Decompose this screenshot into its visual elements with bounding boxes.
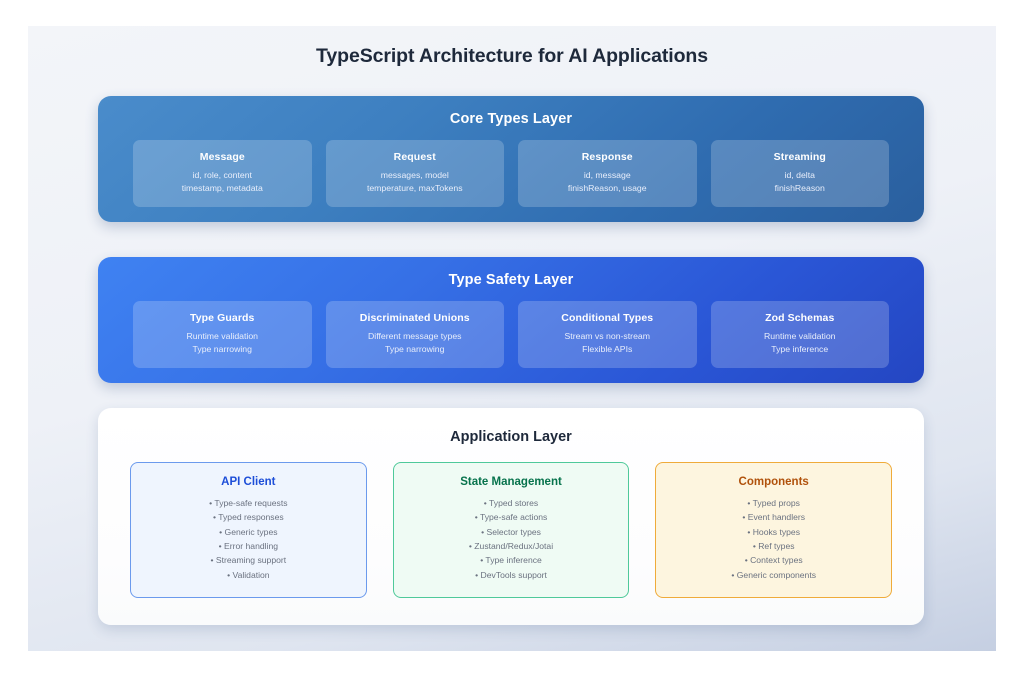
- card-line: • Error handling: [218, 541, 279, 552]
- card-request[interactable]: Request messages, model temperature, max…: [325, 140, 504, 207]
- card-streaming[interactable]: Streaming id, delta finishReason: [710, 140, 889, 207]
- card-line: • Ref types: [752, 541, 795, 552]
- card-line: • Typed props: [747, 498, 800, 508]
- card-line: • Generic types: [219, 526, 278, 537]
- application-layer-cards: API Client • Type-safe requests • Typed …: [98, 462, 924, 599]
- layer-title-application: Application Layer: [450, 429, 572, 445]
- card-api-client[interactable]: API Client • Type-safe requests • Typed …: [130, 462, 367, 599]
- layer-title-core-types: Core Types Layer: [449, 111, 573, 127]
- card-line: finishReason, usage: [567, 182, 647, 193]
- card-line: Type inference: [771, 343, 829, 354]
- card-line: id, message: [583, 170, 631, 180]
- layer-title-type-safety: Type Safety Layer: [448, 272, 574, 288]
- card-title: Response: [581, 151, 633, 163]
- card-title: Request: [393, 151, 436, 163]
- card-line: • Context types: [744, 555, 803, 566]
- card-line: messages, model: [380, 170, 449, 180]
- card-response[interactable]: Response id, message finishReason, usage: [518, 140, 697, 207]
- card-line: • Type inference: [480, 555, 542, 566]
- page-title: TypeScript Architecture for AI Applicati…: [316, 45, 708, 67]
- card-line: • Streaming support: [210, 555, 287, 566]
- card-title: Conditional Types: [561, 312, 654, 324]
- card-line: Type narrowing: [192, 343, 252, 354]
- card-type-guards[interactable]: Type Guards Runtime validation Type narr…: [133, 301, 312, 368]
- card-line: • Generic components: [731, 569, 817, 580]
- card-line: finishReason: [774, 182, 825, 193]
- card-title: Streaming: [773, 151, 826, 163]
- card-title: Message: [199, 151, 245, 163]
- card-discriminated-unions[interactable]: Discriminated Unions Different message t…: [325, 301, 504, 368]
- card-line: • Validation: [227, 569, 270, 580]
- card-line: • Type-safe actions: [474, 512, 548, 523]
- card-components[interactable]: Components • Typed props • Event handler…: [655, 462, 893, 599]
- card-line: • Type-safe requests: [209, 498, 288, 508]
- card-title: Components: [738, 476, 809, 488]
- layer-core-types: Core Types Layer Message id, role, conte…: [98, 96, 924, 222]
- card-conditional-types[interactable]: Conditional Types Stream vs non-stream F…: [518, 301, 697, 368]
- card-zod-schemas[interactable]: Zod Schemas Runtime validation Type infe…: [710, 301, 889, 368]
- card-title: Discriminated Unions: [359, 312, 470, 324]
- card-line: • Hooks types: [747, 526, 801, 537]
- card-line: temperature, maxTokens: [366, 182, 463, 193]
- card-line: • Event handlers: [742, 512, 806, 523]
- card-title: Type Guards: [189, 312, 255, 324]
- layer-type-safety-cards: Type Guards Runtime validation Type narr…: [98, 301, 924, 368]
- card-line: Different message types: [367, 331, 462, 341]
- layer-core-types-cards: Message id, role, content timestamp, met…: [98, 140, 924, 207]
- diagram-canvas: TypeScript Architecture for AI Applicati…: [28, 26, 996, 651]
- card-line: Runtime validation: [764, 331, 836, 341]
- card-line: Flexible APIs: [582, 343, 633, 354]
- card-line: • Typed responses: [212, 512, 284, 523]
- card-line: • DevTools support: [475, 569, 547, 580]
- card-line: • Typed stores: [483, 498, 539, 508]
- card-title: Zod Schemas: [765, 312, 835, 324]
- card-line: timestamp, metadata: [181, 182, 263, 193]
- layer-application: Application Layer API Client • Type-safe…: [98, 408, 924, 625]
- card-message[interactable]: Message id, role, content timestamp, met…: [133, 140, 312, 207]
- layer-type-safety: Type Safety Layer Type Guards Runtime va…: [98, 257, 924, 383]
- card-title: API Client: [221, 476, 276, 488]
- card-title: State Management: [460, 476, 562, 488]
- card-line: id, delta: [784, 170, 815, 180]
- card-line: • Zustand/Redux/Jotai: [468, 541, 554, 552]
- card-line: id, role, content: [192, 170, 252, 180]
- card-line: Stream vs non-stream: [564, 331, 650, 341]
- card-state-management[interactable]: State Management • Typed stores • Type-s…: [392, 462, 630, 599]
- card-line: Runtime validation: [186, 331, 258, 341]
- card-line: Type narrowing: [385, 343, 445, 354]
- card-line: • Selector types: [481, 526, 541, 537]
